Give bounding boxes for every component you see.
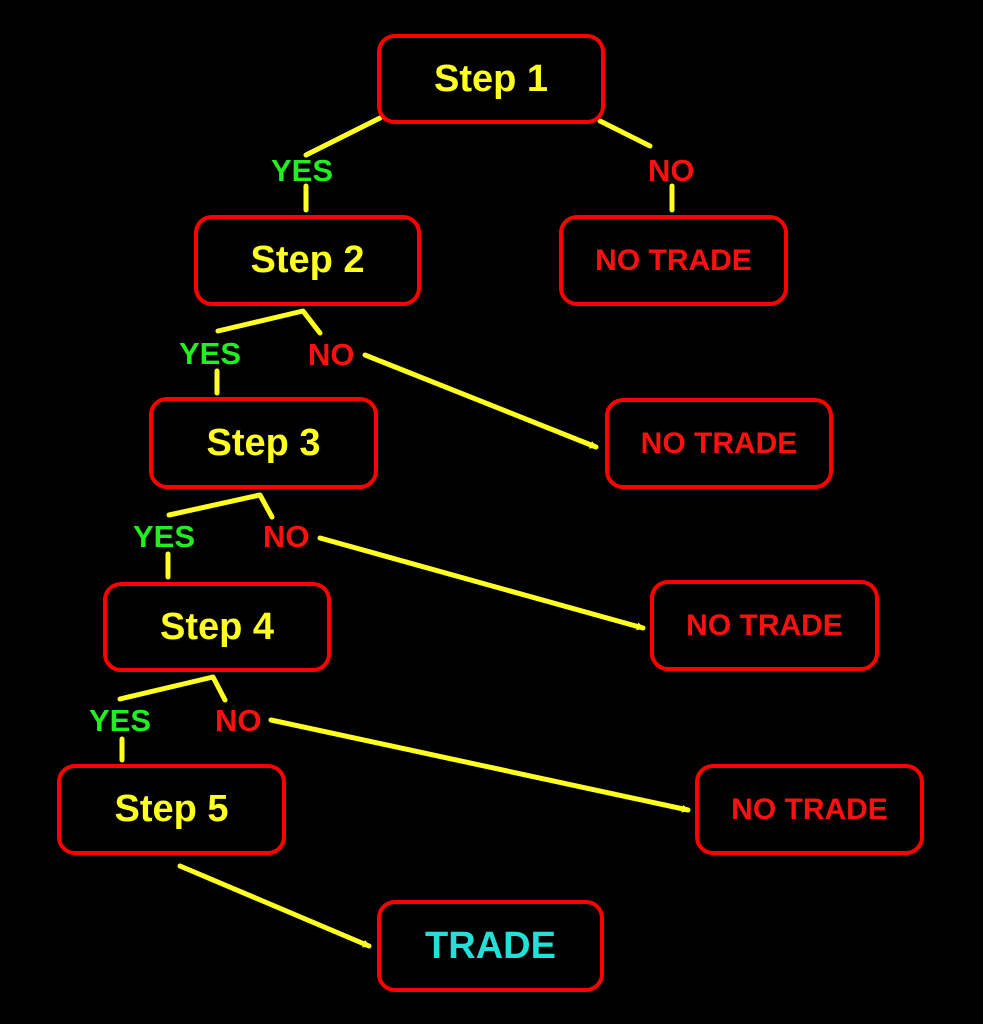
step-3-box: Step 3 (149, 397, 378, 489)
no-trade-box-4: NO TRADE (695, 764, 924, 855)
no-trade-box-3: NO TRADE (650, 580, 879, 671)
step-2-label: Step 2 (250, 239, 365, 281)
yes-label-1: YES (271, 153, 334, 188)
trade-box: TRADE (377, 900, 604, 992)
no-trade-box-1: NO TRADE (559, 215, 788, 306)
step-2-box: Step 2 (194, 215, 421, 306)
no-label-1: NO (648, 153, 695, 188)
no-trade-label-3: NO TRADE (686, 608, 843, 642)
step-1-box: Step 1 (377, 34, 605, 124)
no-trade-label-2: NO TRADE (640, 426, 798, 460)
no-label-4: NO (215, 703, 262, 738)
connector-step2-no (362, 352, 599, 450)
connector-step1-no (597, 118, 653, 149)
yes-label-4: YES (89, 703, 152, 738)
no-label-3: NO (263, 519, 310, 554)
step-4-box: Step 4 (103, 582, 331, 672)
yes-label-2: YES (179, 336, 242, 371)
step-1-label: Step 1 (433, 57, 549, 100)
yes-label-3: YES (133, 519, 196, 554)
no-trade-box-2: NO TRADE (605, 398, 833, 489)
connector-step3-no (317, 535, 646, 631)
connector-step3-yes (166, 492, 275, 520)
no-trade-label-1: NO TRADE (595, 243, 752, 277)
connector-step1-yes (303, 115, 383, 158)
connector-step5-trade (177, 863, 372, 949)
step-3-label: Step 3 (206, 421, 321, 464)
no-label-2: NO (308, 337, 355, 372)
step-5-box: Step 5 (57, 764, 286, 855)
trade-label: TRADE (425, 924, 556, 967)
connector-step2-yes (215, 308, 323, 336)
step-4-label: Step 4 (159, 605, 275, 648)
step-5-label: Step 5 (114, 788, 229, 830)
no-trade-label-4: NO TRADE (731, 792, 888, 826)
connector-step4-no (268, 717, 691, 813)
connector-step4-yes (117, 674, 228, 703)
